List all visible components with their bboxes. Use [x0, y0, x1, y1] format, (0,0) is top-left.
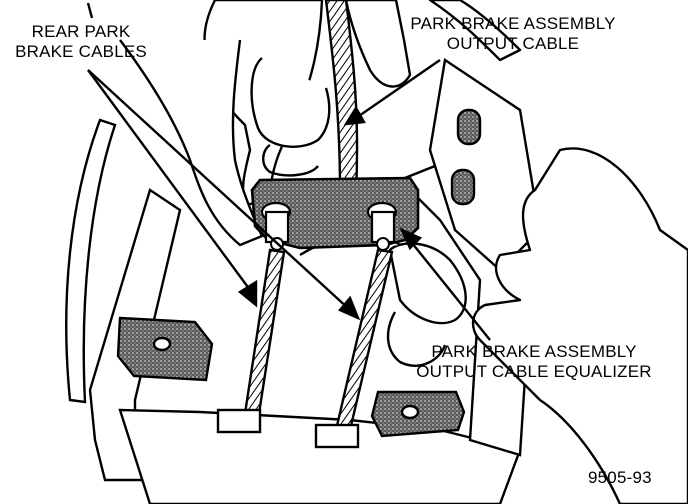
leader-line-rear-1: [87, 69, 251, 291]
mounting-slots: [450, 108, 482, 206]
leader-lines: [86, 2, 491, 341]
leader-line-output: [355, 59, 441, 119]
cable-clips: [116, 316, 466, 438]
label-line: PARK BRAKE ASSEMBLY: [431, 342, 637, 361]
leader-line-equalizer: [407, 237, 491, 341]
hand-illustration: [119, 0, 522, 247]
leader-line-tick: [86, 2, 94, 19]
label-line: REAR PARK: [31, 22, 131, 41]
rear-park-brake-cables: [216, 248, 394, 449]
equalizer-bracket: [250, 176, 420, 251]
figure-number: 9505-93: [588, 468, 652, 487]
label-line: OUTPUT CABLE: [446, 34, 580, 53]
console-body: [65, 57, 542, 504]
label-line: OUTPUT CABLE EQUALIZER: [416, 362, 652, 381]
output-cable-equalizer-label: PARK BRAKE ASSEMBLY OUTPUT CABLE EQUALIZ…: [400, 342, 668, 382]
leader-line-rear-2: [87, 69, 351, 311]
rear-park-brake-cables-label: REAR PARK BRAKE CABLES: [6, 22, 156, 62]
output-cable-label: PARK BRAKE ASSEMBLY OUTPUT CABLE: [398, 14, 628, 54]
label-line: BRAKE CABLES: [15, 42, 147, 61]
label-line: PARK BRAKE ASSEMBLY: [410, 14, 616, 33]
